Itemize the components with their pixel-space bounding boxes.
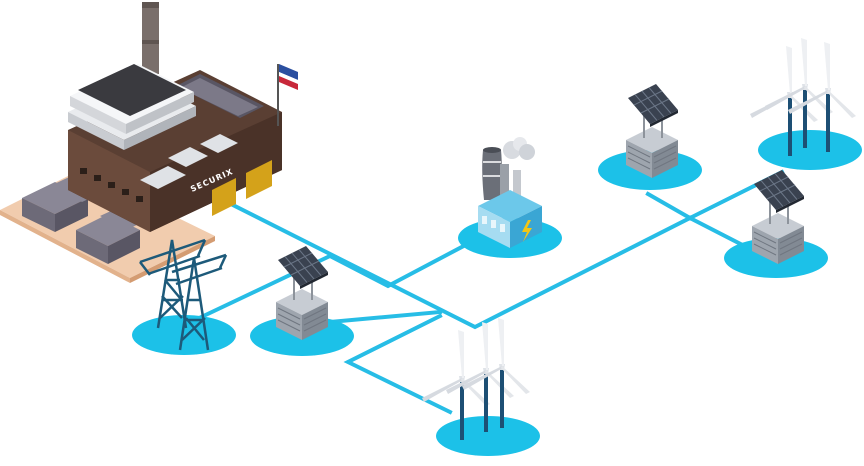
wind-turbines-top-right	[750, 38, 862, 170]
network-lines	[192, 169, 785, 415]
power-pylon	[132, 238, 236, 355]
thermal-plant	[458, 137, 562, 258]
factory-icon: SECURIX	[0, 2, 298, 283]
wind-turbines-bottom	[422, 318, 540, 456]
battery-solar-left	[250, 245, 354, 356]
solar-battery-icon	[625, 83, 679, 179]
line-junction-to-battery-top	[645, 191, 693, 221]
line-turbines-bottom-loop	[343, 313, 453, 415]
line-factory-to-junction	[212, 193, 693, 330]
line-battery-left-to-junction	[327, 309, 443, 325]
power-plant-icon	[478, 137, 542, 248]
battery-solar-right	[724, 169, 828, 278]
flag-icon	[277, 64, 298, 126]
battery-solar-top	[598, 83, 702, 190]
solar-battery-icon	[751, 169, 805, 265]
lightning-icon	[522, 220, 532, 242]
transmission-tower-icon	[139, 238, 228, 351]
line-pylon-to-plant	[192, 237, 478, 323]
